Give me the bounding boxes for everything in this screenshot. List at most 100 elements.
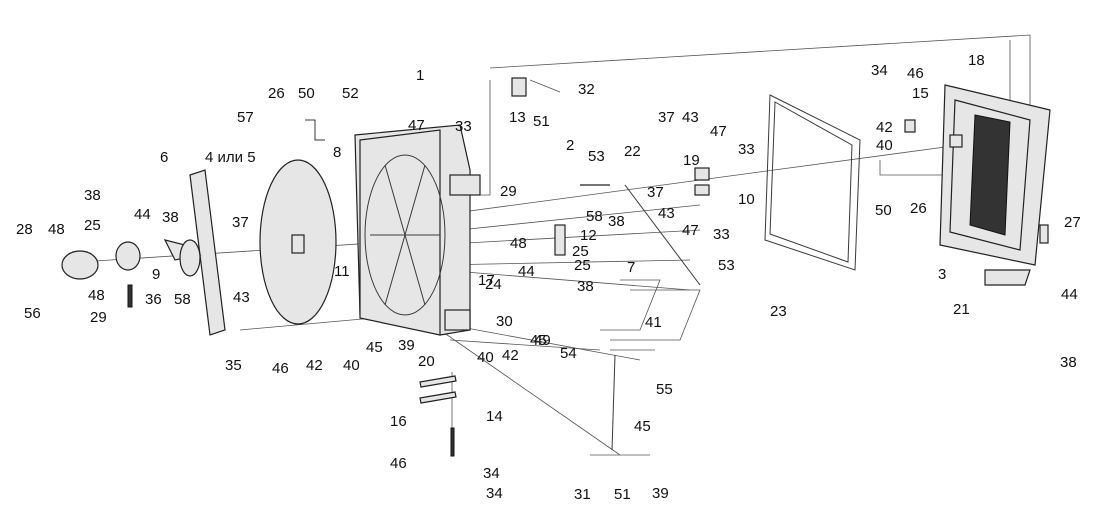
part-number-label: 29 [500, 183, 517, 200]
part-number-label: 50 [875, 202, 892, 219]
part-number-label: 46 [390, 455, 407, 472]
part-number-label: 38 [162, 209, 179, 226]
part-number-label: 45 [634, 418, 651, 435]
part-number-label: 33 [455, 118, 472, 135]
part-number-label: 43 [682, 109, 699, 126]
part-number-label: 58 [586, 208, 603, 225]
part-number-label: 43 [233, 289, 250, 306]
bracket-18 [949, 134, 963, 148]
part-number-label: 46 [272, 360, 289, 377]
part-number-label: 7 [627, 259, 635, 276]
bolt-34 [450, 427, 455, 457]
connector-line [478, 80, 491, 196]
part-number-label: 26 [910, 200, 927, 217]
part-number-label: 38 [608, 213, 625, 230]
part-number-label: 58 [174, 291, 191, 308]
part-number-label: 9 [152, 266, 160, 283]
bracket-10 [694, 167, 710, 181]
shroud-spoke [384, 164, 426, 306]
plate-16 [419, 391, 457, 404]
part-number-label: 25 [572, 243, 589, 260]
part-number-label: 33 [738, 141, 755, 158]
part-number-label: 12 [580, 227, 597, 244]
part-number-label: 42 [306, 357, 323, 374]
part-number-label: 46 [907, 65, 924, 82]
part-number-label: 10 [738, 191, 755, 208]
part-number-label: 17 [478, 272, 495, 289]
part-number-label: 13 [509, 109, 526, 126]
part-number-label: 3 [938, 266, 946, 283]
part-number-label: 55 [656, 381, 673, 398]
connector-line [439, 204, 701, 233]
part-number-label: 21 [953, 301, 970, 318]
part-number-label: 34 [871, 62, 888, 79]
connector-line [439, 329, 621, 456]
mount-bracket [554, 224, 566, 256]
part-number-label: 19 [683, 152, 700, 169]
part-number-label: 23 [770, 303, 787, 320]
part-number-label: 8 [333, 144, 341, 161]
part-number-label: 11 [334, 263, 350, 280]
part-number-label: 42 [876, 119, 893, 136]
connector-line [610, 289, 701, 341]
part-number-label: 47 [408, 117, 425, 134]
fan-blade [189, 169, 226, 336]
part-number-label: 48 [88, 287, 105, 304]
part-number-label: 25 [574, 257, 591, 274]
part-number-label: 44 [134, 206, 151, 223]
cooler-pin [1039, 224, 1049, 244]
pin [127, 284, 133, 308]
part-number-label: 54 [560, 345, 577, 362]
connector-line [529, 79, 561, 93]
part-number-label: 29 [90, 309, 107, 326]
part-number-label: 45 [530, 332, 547, 349]
part-number-label: 34 [483, 465, 500, 482]
connector-line [879, 160, 960, 176]
part-number-label: 37 [232, 214, 249, 231]
part-number-label: 38 [84, 187, 101, 204]
part-number-label: 39 [652, 485, 669, 502]
part-number-label: 50 [298, 85, 315, 102]
part-number-label: 41 [645, 314, 662, 331]
part-number-label: 40 [477, 349, 494, 366]
part-number-label: 44 [1061, 286, 1078, 303]
part-number-label: 40 [343, 357, 360, 374]
part-number-label: 27 [1064, 214, 1081, 231]
guard-hub [291, 234, 305, 254]
part-number-label: 26 [268, 85, 285, 102]
connector-line [439, 269, 691, 291]
part-number-label: 48 [48, 221, 65, 238]
shroud-bracket [444, 309, 471, 331]
part-number-label: 53 [588, 148, 605, 165]
strut-55 [611, 354, 616, 451]
part-number-label: 51 [614, 486, 631, 503]
part-number-label: 16 [390, 413, 407, 430]
gasket-frame [764, 94, 861, 271]
part-number-label: 44 [518, 263, 535, 280]
part-number-label: 32 [578, 81, 595, 98]
part-number-label: 38 [577, 278, 594, 295]
part-number-label: 20 [418, 353, 435, 370]
part-number-label: 35 [225, 357, 242, 374]
part-number-label: 37 [647, 184, 664, 201]
clutch-cylinder [61, 250, 99, 280]
part-number-label: 25 [84, 217, 101, 234]
part-number-label: 24 [485, 276, 502, 293]
part-number-label: 37 [658, 109, 675, 126]
plate-14 [419, 375, 457, 388]
part-number-label: 52 [342, 85, 359, 102]
part-number-label: 2 [566, 137, 574, 154]
shroud-bracket [449, 174, 481, 196]
shroud-ring [364, 154, 446, 316]
connector-line [439, 259, 691, 266]
part-number-label: 51 [533, 113, 550, 130]
part-number-label: 47 [710, 123, 727, 140]
connector-line [449, 339, 601, 351]
support-rod [624, 184, 701, 286]
connector-line [600, 279, 661, 331]
part-number-label: 45 [366, 339, 383, 356]
part-number-label: 34 [486, 485, 503, 502]
radiator-housing [354, 124, 481, 336]
part-number-label: 39 [398, 337, 415, 354]
